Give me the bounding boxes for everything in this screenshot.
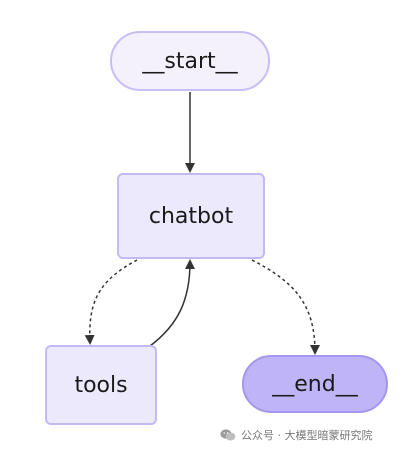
- watermark-text: 公众号 · 大模型暗蒙研究院: [241, 429, 373, 442]
- edge-tools-to-chatbot: [149, 259, 195, 347]
- node-end: __end__: [242, 355, 388, 413]
- node-chatbot: chatbot: [117, 173, 265, 259]
- node-end-label: __end__: [272, 371, 358, 397]
- wechat-icon: [220, 429, 236, 441]
- edge-chatbot-to-end: [251, 259, 320, 355]
- watermark: 公众号 · 大模型暗蒙研究院: [220, 427, 373, 443]
- node-chatbot-label: chatbot: [148, 203, 234, 229]
- node-start: __start__: [110, 31, 270, 91]
- edge-chatbot-to-tools: [84, 259, 138, 345]
- node-start-label: __start__: [142, 48, 238, 74]
- node-tools: tools: [45, 345, 157, 425]
- node-tools-label: tools: [74, 372, 128, 398]
